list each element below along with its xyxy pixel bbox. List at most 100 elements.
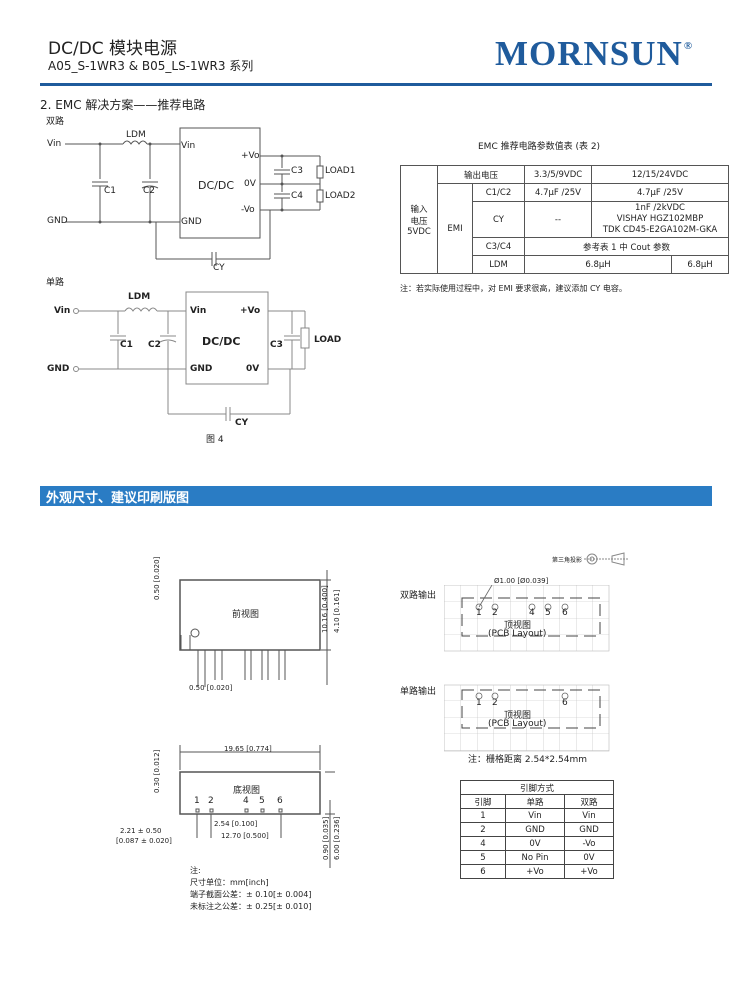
- dim-410: 4.10 [0.161]: [333, 589, 341, 633]
- section-dim-heading: 外观尺寸、建议印刷版图: [46, 491, 190, 506]
- pcb-dual-pin-5: 5: [545, 608, 551, 618]
- pin-r3-0: 5: [460, 850, 506, 865]
- note-line-1: 尺寸单位：mm[inch]: [190, 878, 269, 887]
- emc-r-ldm-v1: 6.8µH: [524, 255, 672, 274]
- projection-symbol-icon: [584, 552, 628, 566]
- dual-out-neg: -Vo: [241, 205, 255, 215]
- note-line-0: 注:: [190, 866, 201, 875]
- registered-mark: ®: [683, 40, 694, 52]
- dim-050-pin: 0.50 [0.020]: [189, 684, 233, 692]
- pin-h-single: 单路: [505, 794, 565, 809]
- pin-r3-1: No Pin: [505, 850, 565, 865]
- dual-emc-circuit: [65, 127, 324, 266]
- single-emc-circuit: [73, 291, 310, 421]
- front-view-label: 前视图: [232, 610, 260, 620]
- emc-r-cy-v1: --: [524, 201, 592, 238]
- dual-cy: CY: [213, 263, 225, 273]
- page-subtitle: A05_S-1WR3 & B05_LS-1WR3 系列: [48, 59, 254, 73]
- dim-1270: 12.70 [0.500]: [221, 832, 269, 840]
- emc-note: 注：若实际使用过程中，对 EMI 要求很高，建议添加 CY 电容。: [400, 284, 627, 293]
- page-title: DC/DC 模块电源: [48, 39, 178, 59]
- single-load: LOAD: [314, 335, 342, 345]
- dual-c2: C2: [143, 186, 156, 196]
- emc-r-cy: CY: [472, 201, 525, 238]
- pcb-dual-pin-4: 4: [529, 608, 535, 618]
- bottom-pin-1: 1: [194, 796, 200, 806]
- single-c3: C3: [270, 340, 283, 350]
- emc-h-out-v: 输出电压: [437, 165, 525, 184]
- header-divider: [40, 83, 712, 86]
- dual-label: 双路: [46, 117, 65, 127]
- pin-r1-1: GND: [505, 822, 565, 837]
- figure-caption: 图 4: [206, 435, 224, 445]
- pin-r4-1: +Vo: [505, 864, 565, 879]
- front-view-drawing: [179, 570, 331, 687]
- emc-h-v2: 12/15/24VDC: [591, 165, 729, 184]
- bottom-pin-2: 2: [208, 796, 214, 806]
- bottom-view-drawing: [179, 745, 335, 868]
- single-vin: Vin: [54, 306, 71, 316]
- dual-c1: C1: [104, 186, 117, 196]
- pin-r0-1: Vin: [505, 808, 565, 823]
- dual-vin: Vin: [47, 139, 62, 149]
- brand-logo: MORNSUN®: [495, 34, 692, 74]
- pcb-dual-pin-1: 1: [476, 608, 482, 618]
- emc-r-cy-v2: 1nF /2kVDC VISHAY HGZ102MBP TDK CD45-E2G…: [591, 201, 729, 238]
- pin-table: 引脚方式 引脚 单路 双路 1 Vin Vin 2 GND GND 4 0V -…: [460, 780, 614, 879]
- dimension-notes: 注: 尺寸单位：mm[inch] 端子截面公差：± 0.10[± 0.004] …: [190, 865, 311, 913]
- single-label: 单路: [46, 278, 65, 288]
- dual-pcb-layout: (PCB Layout): [488, 629, 547, 639]
- dual-dcdc-block: DC/DC: [198, 179, 235, 192]
- single-dcdc-block: DC/DC: [202, 335, 241, 348]
- pin-row: 6 +Vo +Vo: [460, 864, 614, 879]
- pin-table-title: 引脚方式: [460, 780, 614, 795]
- pin-row: 4 0V -Vo: [460, 836, 614, 851]
- emc-table-caption: EMC 推荐电路参数值表 (表 2): [478, 142, 601, 152]
- pin-row: 2 GND GND: [460, 822, 614, 837]
- bottom-pin-6: 6: [277, 796, 283, 806]
- single-c2: C2: [148, 340, 161, 350]
- dim-1016: 10.16 [0.400]: [321, 585, 329, 633]
- pcb-layout-grid: [444, 585, 610, 752]
- dual-load1: LOAD1: [325, 166, 356, 176]
- dual-gnd: GND: [47, 216, 68, 226]
- projection-label: 第三角投影: [552, 557, 583, 564]
- grid-note: 注：栅格距离 2.54*2.54mm: [468, 755, 587, 765]
- emc-r-ldm: LDM: [472, 255, 525, 274]
- pin-r2-1: 0V: [505, 836, 565, 851]
- pin-r3-2: 0V: [564, 850, 614, 865]
- emc-h-v1: 3.3/5/9VDC: [524, 165, 592, 184]
- dual-pin-vin: Vin: [181, 141, 196, 151]
- single-pin-gnd: GND: [190, 364, 213, 374]
- single-gnd: GND: [47, 364, 70, 374]
- single-c1: C1: [120, 340, 133, 350]
- dual-ldm: LDM: [126, 130, 146, 140]
- emc-r-c12: C1/C2: [472, 183, 525, 202]
- emc-emi: EMI: [437, 183, 473, 274]
- dual-c4: C4: [291, 191, 304, 201]
- single-pin-vo: +Vo: [240, 306, 261, 316]
- emc-r-c12-v1: 4.7µF /25V: [524, 183, 592, 202]
- emc-r-ldm-v2: 6.8µH: [671, 255, 729, 274]
- note-line-3: 未标注之公差：± 0.25[± 0.010]: [190, 902, 312, 911]
- dim-221: 2.21 ± 0.50: [120, 827, 162, 835]
- dim-090: 0.90 [0.035]: [322, 816, 330, 860]
- bottom-pin-5: 5: [259, 796, 265, 806]
- single-pin-0v: 0V: [246, 364, 260, 374]
- pin-r2-0: 4: [460, 836, 506, 851]
- emc-r-c34: C3/C4: [472, 237, 525, 256]
- emc-cy-v2b: VISHAY HGZ102MBP: [616, 214, 704, 224]
- pin-h-dual: 双路: [564, 794, 614, 809]
- pcb-single-pin-6: 6: [562, 698, 568, 708]
- dual-top-view: 顶视图: [504, 621, 532, 631]
- pin-r4-0: 6: [460, 864, 506, 879]
- dim-600: 6.00 [0.236]: [333, 816, 341, 860]
- dim-030: 0.30 [0.012]: [153, 749, 161, 793]
- section-emc-heading: 2. EMC 解决方案——推荐电路: [40, 98, 206, 112]
- dim-254: 2.54 [0.100]: [214, 820, 258, 828]
- dual-load2: LOAD2: [325, 191, 356, 201]
- pin-r4-2: +Vo: [564, 864, 614, 879]
- single-cy: CY: [235, 418, 249, 428]
- pin-r1-2: GND: [564, 822, 614, 837]
- pin-h-pin: 引脚: [460, 794, 506, 809]
